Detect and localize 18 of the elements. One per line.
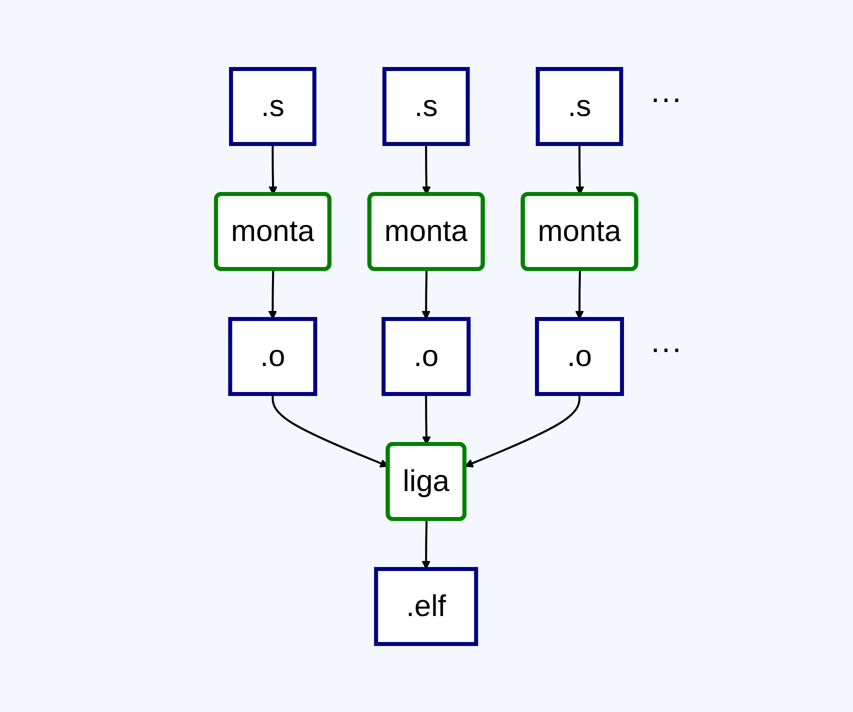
arrow <box>422 518 431 569</box>
node-box: .s <box>229 66 317 146</box>
arrow <box>575 268 584 319</box>
node-box: .o <box>228 316 318 396</box>
node-box: .o <box>535 316 624 396</box>
node-box: .elf <box>374 566 478 646</box>
node-box: .s <box>536 66 624 146</box>
arrow <box>576 144 585 194</box>
arrow <box>422 268 431 319</box>
arrow <box>269 144 278 194</box>
node-box: .o <box>382 316 471 396</box>
ellipsis-text: ··· <box>650 330 682 367</box>
arrow <box>268 268 278 319</box>
node-box: .s <box>382 66 470 146</box>
arrow <box>422 144 432 194</box>
ellipsis-text: ··· <box>650 80 682 117</box>
arrow <box>422 394 432 444</box>
arrow <box>464 394 581 467</box>
